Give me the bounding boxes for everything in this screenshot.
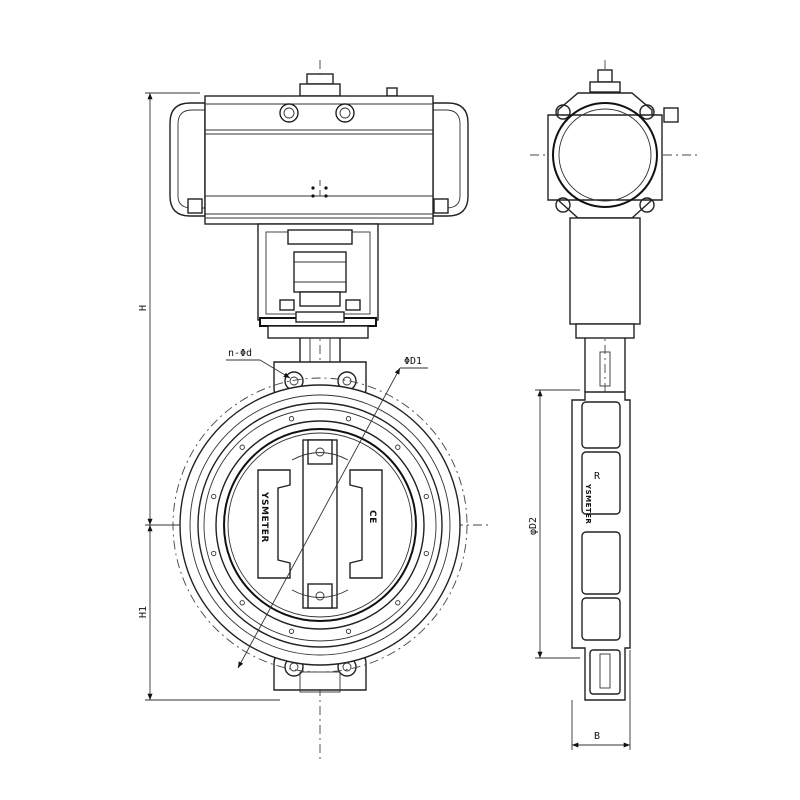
dimension-b: B	[571, 650, 631, 750]
bolt-icon	[345, 299, 361, 311]
side-actuator	[547, 69, 679, 219]
valve-body: YSMETER CE	[172, 361, 468, 693]
brand-marking: YSMETER	[259, 491, 269, 543]
air-fitting	[386, 87, 398, 97]
bolt-icon	[279, 103, 299, 123]
mounting-bracket	[257, 223, 379, 339]
actuator-body	[204, 95, 434, 225]
dimension-h1: H1	[138, 525, 153, 700]
bracket-top-plate	[287, 229, 353, 245]
label-d2: φD2	[528, 517, 539, 535]
bolt-icon	[335, 103, 355, 123]
label-h: H	[138, 305, 149, 311]
front-view: YSMETER CE H H1 n-Φd ΦD1	[138, 60, 490, 760]
bolt-icon	[211, 550, 217, 557]
bolt-icon	[211, 493, 217, 500]
pneumatic-actuator	[169, 73, 469, 225]
right-end-cap	[432, 102, 469, 217]
coupling	[293, 251, 347, 293]
cert-marking: CE	[367, 510, 377, 524]
bolt-icon	[433, 198, 449, 214]
side-brand-marking: YSMETER	[584, 483, 592, 524]
label-bolt-holes: n-Φd	[228, 348, 252, 359]
air-fitting	[663, 107, 679, 123]
side-view: R YSMETER φD2 B	[528, 60, 700, 750]
bolt-icon	[639, 197, 655, 213]
left-end-cap	[169, 102, 206, 217]
bolt-icon	[555, 197, 571, 213]
label-b: B	[594, 731, 600, 742]
label-h1: H1	[138, 606, 149, 618]
side-actuator-piston	[552, 102, 658, 208]
dimension-h: H	[138, 92, 280, 701]
arrow-icon	[237, 367, 401, 669]
side-valve-body: R YSMETER	[571, 391, 631, 701]
label-d1: ΦD1	[404, 356, 422, 367]
disc-hub	[302, 439, 338, 609]
bolt-icon	[187, 198, 203, 214]
bolt-icon	[423, 493, 429, 500]
side-bracket	[569, 217, 641, 392]
bolt-icon	[279, 299, 295, 311]
leader-d1: ΦD1	[237, 356, 428, 669]
bolt-icon	[639, 104, 655, 120]
bolt-icon	[555, 104, 571, 120]
logo-marking: R	[594, 471, 601, 482]
dimension-d2: φD2	[528, 389, 580, 659]
bolt-icon	[423, 550, 429, 557]
indicator-cap	[306, 73, 334, 85]
indicator-base	[299, 83, 341, 97]
